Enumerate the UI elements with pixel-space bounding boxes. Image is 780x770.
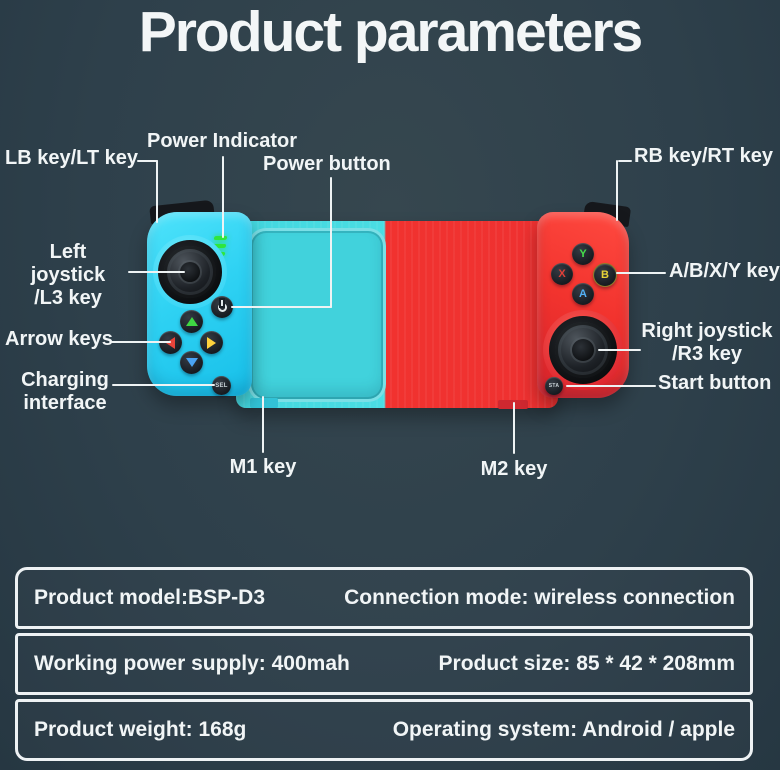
callout-label-charging-line2: interface [23, 392, 107, 414]
dpad-right-icon [207, 336, 216, 349]
spec-connection-mode: Connection mode: wireless connection [344, 586, 735, 609]
callout-label-abxy: A/B/X/Y key [669, 260, 780, 282]
power-led-indicator [213, 236, 228, 240]
a-button: A [572, 283, 594, 305]
callout-label-left-joystick: Left joystick /L3 key [10, 241, 126, 310]
x-button-label: X [558, 267, 566, 280]
callout-label-m2: M2 key [480, 458, 548, 480]
callout-label-power-button: Power button [263, 153, 391, 175]
dpad-up-icon [185, 317, 198, 326]
callout-label-lb: LB key/LT key [5, 147, 139, 169]
callout-line-arrow-keys [110, 341, 171, 343]
b-button-label: B [601, 268, 609, 281]
callout-label-right-joystick-line1: Right joystick [641, 320, 773, 342]
callout-label-start: Start button [658, 372, 772, 394]
power-button [211, 296, 233, 318]
callout-line-rb [616, 160, 618, 221]
y-button: Y [572, 243, 594, 265]
callout-label-left-joystick-line2: /L3 key [34, 287, 102, 309]
callout-line-m2 [513, 402, 515, 454]
callout-line-power-button [231, 306, 332, 308]
spec-operating-system: Operating system: Android / apple [392, 718, 735, 741]
callout-line-charging [112, 384, 215, 386]
spec-product-model: Product model:BSP-D3 [34, 586, 266, 609]
callout-line-lb [137, 160, 158, 162]
start-button-label: STA [548, 382, 560, 389]
spec-table-row: Product weight: 168g Operating system: A… [15, 699, 753, 761]
spec-table: Product model:BSP-D3 Connection mode: wi… [15, 567, 753, 761]
spec-table-row: Working power supply: 400mah Product siz… [15, 633, 753, 695]
page-title: Product parameters [138, 0, 644, 64]
callout-label-arrow-keys: Arrow keys [5, 328, 113, 350]
callout-line-lb [156, 160, 158, 223]
callout-label-m1: M1 key [229, 456, 297, 478]
callout-line-left-joystick [128, 271, 185, 273]
callout-line-right-joystick [598, 349, 641, 351]
m1-key [250, 398, 278, 408]
callout-label-right-joystick: Right joystick /R3 key [634, 320, 780, 366]
callout-label-rb: RB key/RT key [634, 145, 773, 167]
start-button: STA [545, 377, 563, 395]
spec-product-size: Product size: 85 * 42 * 208mm [438, 652, 735, 675]
callout-line-power-indicator [222, 156, 224, 238]
x-button: X [551, 263, 573, 285]
callout-label-charging-line1: Charging [21, 369, 109, 391]
b-button: B [593, 263, 617, 287]
callout-line-rb [618, 160, 632, 162]
dpad-up-button [180, 310, 203, 333]
a-button-label: A [579, 287, 587, 300]
callout-line-m1 [262, 396, 264, 453]
callout-label-right-joystick-line2: /R3 key [671, 343, 743, 365]
y-button-label: Y [579, 247, 587, 260]
callout-line-start [566, 385, 656, 387]
callout-label-power-indicator: Power Indicator [147, 130, 298, 152]
dpad-down-button [180, 351, 203, 374]
power-icon [217, 302, 228, 313]
callout-line-abxy [616, 272, 666, 274]
callout-label-left-joystick-line1: Left joystick [30, 241, 106, 286]
backplate-recess [248, 228, 386, 402]
spec-product-weight: Product weight: 168g [34, 718, 247, 741]
spec-table-row: Product model:BSP-D3 Connection mode: wi… [15, 567, 753, 629]
callout-label-charging: Charging interface [14, 369, 116, 415]
dpad-down-icon [185, 358, 198, 367]
select-button-label: SEL [215, 382, 228, 389]
dpad-right-button [200, 331, 223, 354]
spec-working-power: Working power supply: 400mah [34, 652, 350, 675]
select-button: SEL [212, 376, 231, 395]
callout-line-power-button [330, 177, 332, 308]
